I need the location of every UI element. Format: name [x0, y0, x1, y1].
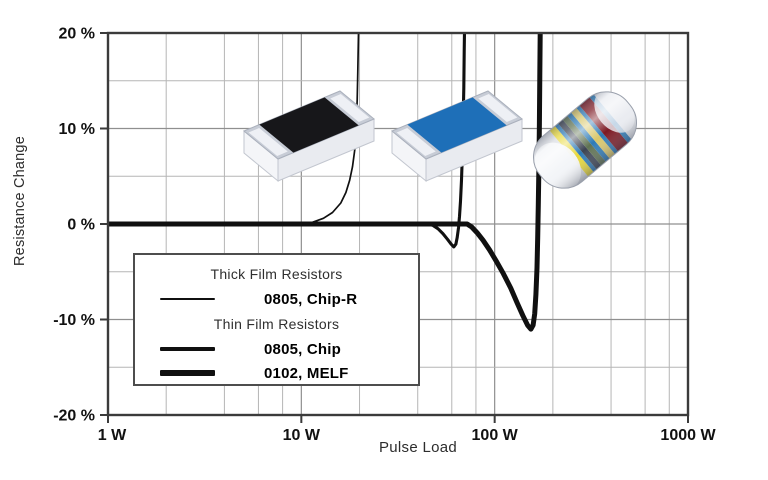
legend-item-label: 0102, MELF: [264, 364, 349, 382]
y-tick-label: 10 %: [59, 121, 95, 138]
legend-item-label: 0805, Chip: [264, 340, 342, 358]
y-tick-label: -20 %: [53, 408, 95, 425]
chip-resistor-blue-image: [391, 90, 523, 183]
legend-header-label: Thin Film Resistors: [213, 316, 340, 332]
chip-resistor-black-image-part: [259, 97, 359, 153]
resistor-illustrations: [243, 80, 648, 200]
y-tick-label: -10 %: [53, 312, 95, 329]
x-axis-title: Pulse Load: [378, 439, 458, 456]
melf-resistor-image: [522, 80, 648, 200]
legend-line-sample: [160, 370, 215, 376]
legend-line-sample: [160, 347, 215, 351]
y-tick-label: 0 %: [67, 217, 95, 234]
y-axis-title: Resistance Change: [12, 136, 28, 266]
y-tick-label: 20 %: [59, 26, 95, 43]
legend-header-label: Thick Film Resistors: [210, 266, 343, 282]
chip-resistor-blue-image-part: [407, 97, 507, 153]
legend-item: 0805, Chip-R: [135, 290, 418, 308]
legend-item: 0102, MELF: [135, 364, 418, 382]
x-tick-label: 1 W: [98, 427, 127, 444]
legend-group-header: Thin Film Resistors: [135, 315, 418, 333]
x-tick-label: 1000 W: [660, 427, 716, 444]
x-tick-label: 10 W: [283, 427, 321, 444]
chip-resistor-black-image: [243, 90, 375, 183]
chip-resistor-black-image-part: [248, 128, 288, 156]
legend-item: 0805, Chip: [135, 340, 418, 358]
x-tick-label: 100 W: [472, 427, 519, 444]
legend-group-header: Thick Film Resistors: [135, 265, 418, 283]
plot-frame: 20 % 10 % 0 % -10 % -20 %1 W 10 W 100 W 1000 W: [53, 26, 716, 445]
legend-line-sample: [160, 298, 215, 300]
chip-resistor-blue-image-part: [396, 128, 436, 156]
legend-item-label: 0805, Chip-R: [264, 290, 358, 308]
legend-box: Thick Film Resistors 0805, Chip-R Thin Fil…: [133, 253, 420, 386]
chip-resistor-black-image-part: [330, 94, 370, 122]
chip-resistor-blue-image-part: [478, 94, 518, 122]
